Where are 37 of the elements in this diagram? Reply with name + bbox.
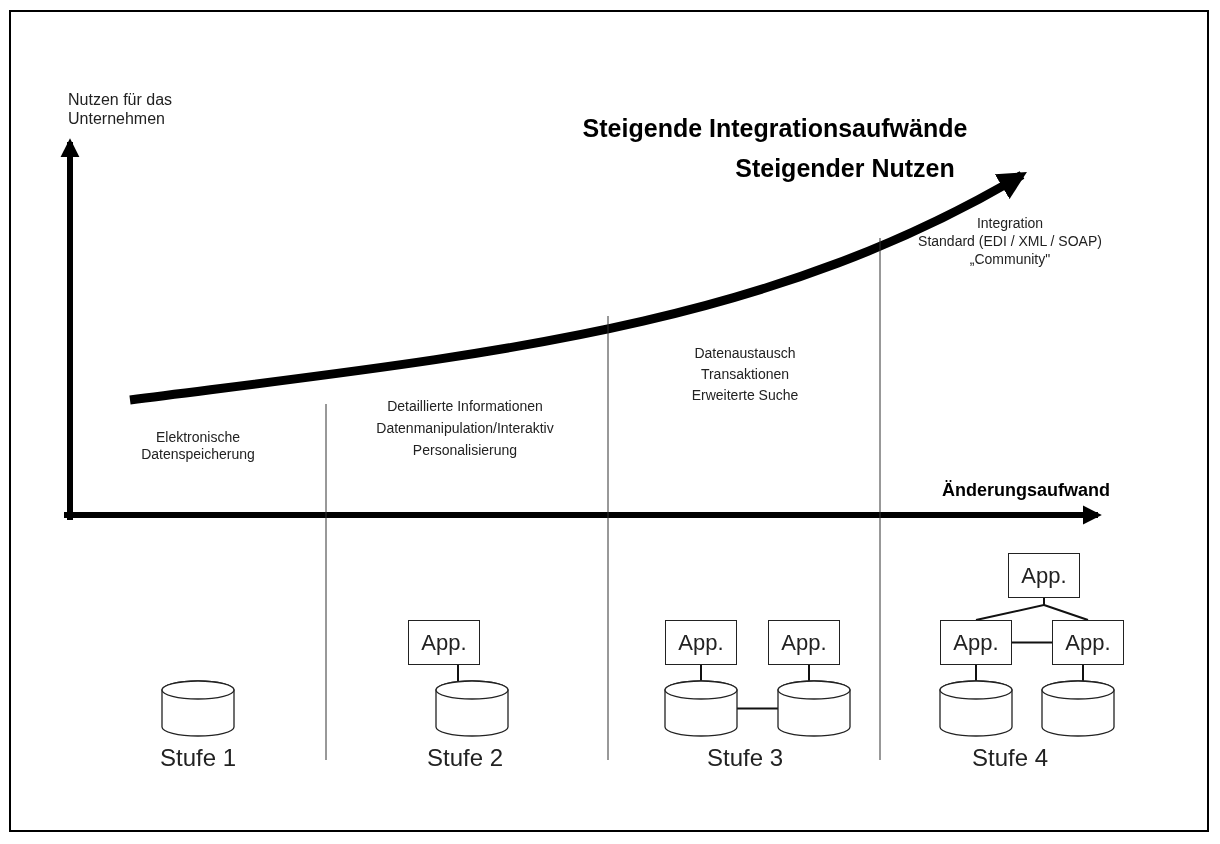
feature-text: Elektronische Datenspeicherung [140, 429, 256, 463]
stage-label: Stufe 3 [706, 744, 784, 773]
application-box: App. [1052, 620, 1124, 665]
connector-line [1082, 664, 1084, 682]
database-cylinder [665, 681, 737, 736]
application-box: App. [940, 620, 1012, 665]
stage-label: Stufe 2 [426, 744, 504, 773]
database-cylinder [162, 681, 234, 736]
feature-text: Datenmanipulation/Interaktiv [376, 420, 554, 437]
axis-label: Nutzen für das Unternehmen [68, 90, 174, 129]
application-box: App. [665, 620, 737, 665]
connector-line [975, 664, 977, 682]
stage-label: Stufe 1 [159, 744, 237, 773]
feature-text: Personalisierung [412, 442, 518, 459]
connector-line [700, 664, 702, 682]
feature-text: Detaillierte Informationen [387, 398, 543, 415]
application-box: App. [408, 620, 480, 665]
application-box: App. [768, 620, 840, 665]
application-box: App. [1008, 553, 1080, 598]
feature-text: „Community" [969, 251, 1051, 268]
axis-label: Änderungsaufwand [942, 480, 1110, 502]
feature-text: Datenaustausch [694, 345, 796, 362]
stage-label: Stufe 4 [971, 744, 1049, 773]
heading-text: Steigende Integrationsaufwände [582, 113, 968, 143]
connector-line [457, 664, 459, 682]
connector-line [808, 664, 810, 682]
feature-text: Integration [976, 215, 1044, 232]
feature-text: Transaktionen [700, 366, 790, 383]
database-cylinder [778, 681, 850, 736]
heading-text: Steigender Nutzen [735, 153, 955, 183]
feature-text: Standard (EDI / XML / SOAP) [918, 233, 1102, 250]
connector-line [1011, 641, 1053, 644]
database-cylinder [1042, 681, 1114, 736]
connector-line [736, 707, 779, 710]
database-cylinder [436, 681, 508, 736]
feature-text: Erweiterte Suche [691, 387, 799, 404]
database-cylinder [940, 681, 1012, 736]
